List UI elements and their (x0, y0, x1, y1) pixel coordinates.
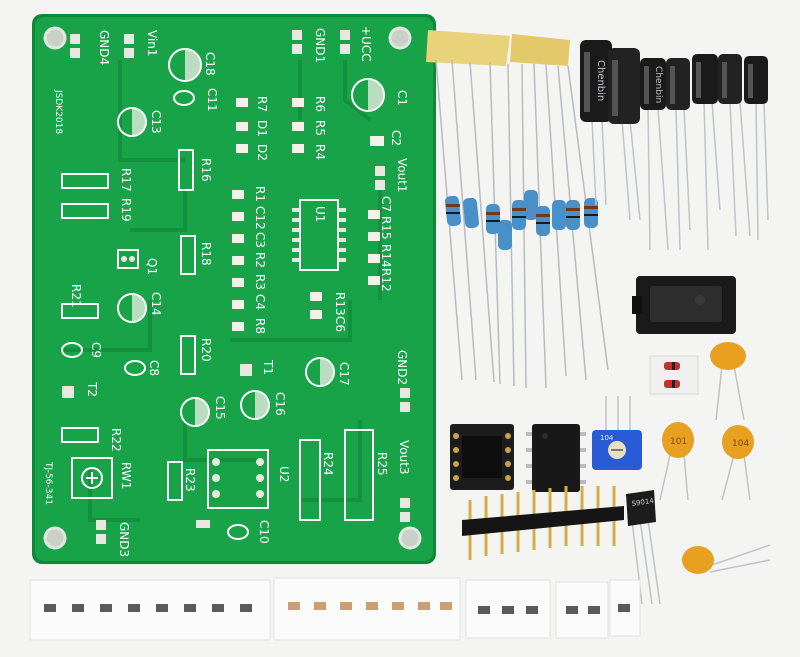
ic-footprints (207, 199, 346, 509)
label-brand: JSDK2018 (53, 89, 63, 134)
label-r12: R12 (379, 268, 393, 292)
label-u1: U1 (313, 206, 327, 222)
resistor-footprints (61, 149, 374, 521)
label-r20: R20 (199, 338, 213, 362)
pcb-board: GND4 Vin1 GND1 +UCC JSDK2018 C18 C11 C1 … (32, 14, 436, 564)
trimpot: 104 (592, 396, 642, 470)
ceramic-capacitors: 104 101 (659, 342, 771, 574)
label-r8: R8 (253, 318, 267, 334)
label-r25: R25 (375, 452, 389, 476)
label-t2: T2 (85, 381, 99, 397)
pin-header (462, 486, 624, 560)
label-vout3: Vout3 (397, 440, 411, 475)
label-gnd1: GND1 (313, 28, 327, 63)
label-c16: C16 (273, 392, 287, 416)
resistor-tape (426, 30, 570, 66)
label-r5: R5 (313, 120, 327, 136)
smd-tapes (29, 577, 641, 641)
label-r4: R4 (313, 144, 327, 160)
transistor-marking-text: S9014 (631, 497, 655, 508)
label-r13: R13 (333, 292, 347, 316)
header-pads (70, 30, 410, 544)
label-r2: R2 (253, 252, 267, 268)
cap-footprint-fill (132, 49, 384, 426)
label-r23: R23 (183, 468, 197, 492)
capacitor-brand-text: Chenbin (595, 60, 606, 101)
label-r18: R18 (199, 242, 213, 266)
label-vcc: +UCC (359, 26, 373, 62)
label-r21: R21 (69, 284, 83, 308)
label-r16: R16 (199, 158, 213, 182)
resistors (444, 190, 598, 250)
ceramic-cap-label-1: 104 (732, 439, 749, 449)
label-u2: U2 (277, 466, 291, 482)
label-c13: C13 (149, 110, 163, 134)
label-c1: C1 (395, 90, 409, 106)
label-rw1: RW1 (119, 462, 133, 489)
label-r7: R7 (255, 96, 269, 112)
label-d1: D1 (255, 120, 269, 137)
label-gnd2: GND2 (395, 350, 409, 385)
mounting-holes (43, 26, 422, 550)
silkscreen-labels: GND4 Vin1 GND1 +UCC JSDK2018 C18 C11 C1 … (43, 26, 411, 557)
capacitor-brand-text-2: Chenbin (653, 66, 663, 103)
label-c4: C4 (253, 294, 267, 310)
label-gnd3: GND3 (117, 522, 131, 557)
diodes (649, 355, 699, 395)
label-c2: C2 (389, 130, 403, 146)
label-c8: C8 (147, 360, 161, 376)
label-r22: R22 (109, 428, 123, 452)
black-bracket (632, 276, 736, 334)
misc-footprints (61, 90, 252, 540)
label-c7: C7 (379, 196, 393, 212)
label-c15: C15 (213, 396, 227, 420)
trimpot-value-text: 104 (600, 434, 614, 442)
smd-pads (232, 98, 384, 331)
label-serial: TJ-56-341 (43, 461, 53, 505)
label-c12: C12 (253, 206, 267, 230)
label-t1: T1 (261, 359, 275, 375)
label-c11: C11 (205, 88, 219, 112)
label-r24: R24 (321, 452, 335, 476)
label-c18: C18 (203, 52, 217, 76)
label-d2: D2 (255, 144, 269, 161)
label-r19: R19 (119, 198, 133, 222)
copper-traces (60, 60, 382, 522)
label-r15: R15 (379, 216, 393, 240)
label-c9: C9 (89, 342, 103, 358)
label-r14: R14 (379, 244, 393, 268)
label-c14: C14 (149, 292, 163, 316)
label-c3: C3 (253, 232, 267, 248)
label-c6: C6 (333, 316, 347, 332)
dip-chip (526, 424, 586, 492)
label-c10: C10 (257, 520, 271, 544)
label-vout1: Vout1 (395, 158, 409, 193)
label-r1: R1 (253, 186, 267, 202)
label-r6: R6 (313, 96, 327, 112)
ceramic-cap-label-2: 101 (670, 437, 687, 447)
electrolytic-capacitors: Chenbin Chenbin (580, 40, 769, 251)
ic-socket (450, 424, 514, 490)
label-c17: C17 (337, 362, 351, 386)
label-gnd4: GND4 (97, 30, 111, 65)
label-r3: R3 (253, 274, 267, 290)
label-r17: R17 (119, 168, 133, 192)
label-vin1: Vin1 (145, 30, 159, 57)
label-q1: Q1 (145, 258, 159, 275)
